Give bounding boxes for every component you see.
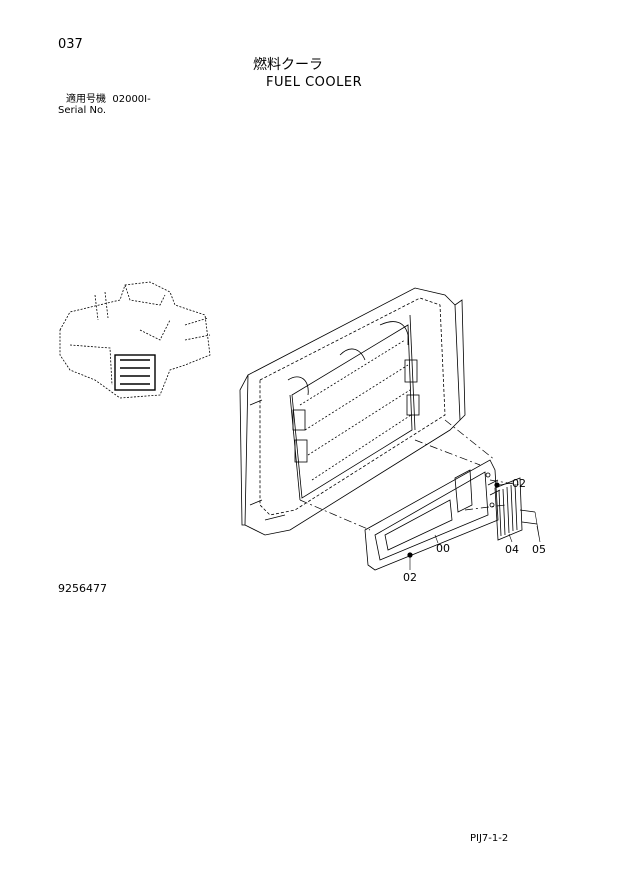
callout-02-bolt-lower: 02 [403,571,417,584]
serial-label-en: Serial No. [58,105,107,116]
title-japanese: 燃料クーラ [253,57,323,73]
overview-highlight-part [114,354,156,391]
drawing-number: 9256477 [58,582,107,595]
serial-line-japanese: 適用号機 02000I- [66,95,151,105]
leader-lines [409,482,541,570]
page-number: 037 [58,37,83,52]
serial-label-ja: 適用号機 [66,94,106,105]
callout-00-bracket: 00 [436,542,450,555]
fuel-cooler-bracket [364,459,499,571]
callout-04-core: 04 [505,543,519,556]
fuel-cooler-core [487,477,523,541]
machine-overview [59,281,211,399]
callout-05-screw: 05 [532,543,546,556]
serial-value: 02000I- [112,94,151,105]
alignment-lines [299,419,521,531]
radiator-frame [239,287,466,536]
callout-02-bolt-upper: 02 [512,477,526,490]
title-english: FUEL COOLER [266,75,363,90]
footer-code: PIJ7-1-2 [470,833,509,844]
